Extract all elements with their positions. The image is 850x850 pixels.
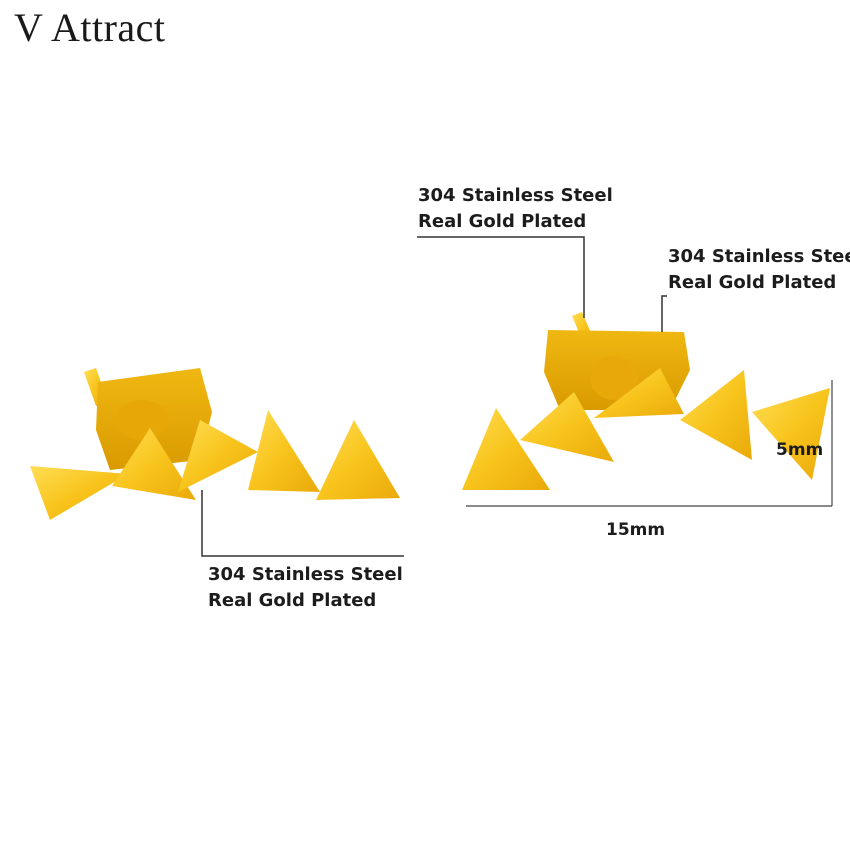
right-triangle-5 xyxy=(752,388,830,480)
leader-right xyxy=(661,295,667,332)
leader-lines xyxy=(201,236,667,557)
right-earring xyxy=(462,312,830,490)
callout-bottom: 304 Stainless Steel Real Gold Plated xyxy=(208,562,403,614)
left-triangle-5 xyxy=(316,420,400,500)
left-triangle-1 xyxy=(30,466,128,520)
left-earring xyxy=(30,368,400,520)
callout-right: 304 Stainless Stee Real Gold Plated xyxy=(668,244,850,296)
right-triangle-4 xyxy=(680,370,752,460)
callout-bottom-line1: 304 Stainless Steel xyxy=(208,564,403,585)
callout-bottom-line2: Real Gold Plated xyxy=(208,590,377,611)
left-triangle-3 xyxy=(178,420,258,492)
leader-top xyxy=(417,236,585,318)
brand-logo: V Attract xyxy=(14,5,166,50)
dimension-width-label: 15mm xyxy=(606,520,666,540)
right-earring-back-hole xyxy=(590,356,638,400)
dimension-lines xyxy=(466,380,833,507)
left-triangle-2 xyxy=(112,428,196,500)
left-earring-back-hole xyxy=(116,400,168,440)
callout-top: 304 Stainless Steel Real Gold Plated xyxy=(418,183,613,235)
callout-top-line1: 304 Stainless Steel xyxy=(418,185,613,206)
callout-right-line2: Real Gold Plated xyxy=(668,272,837,293)
left-triangle-4 xyxy=(248,410,320,492)
callout-top-line2: Real Gold Plated xyxy=(418,211,587,232)
right-triangle-1 xyxy=(462,408,550,490)
dimension-height-label: 5mm xyxy=(776,440,824,460)
callout-right-line1: 304 Stainless Stee xyxy=(668,246,850,267)
right-triangle-3 xyxy=(594,368,684,418)
leader-bottom xyxy=(201,490,404,557)
right-triangle-2 xyxy=(520,392,614,462)
